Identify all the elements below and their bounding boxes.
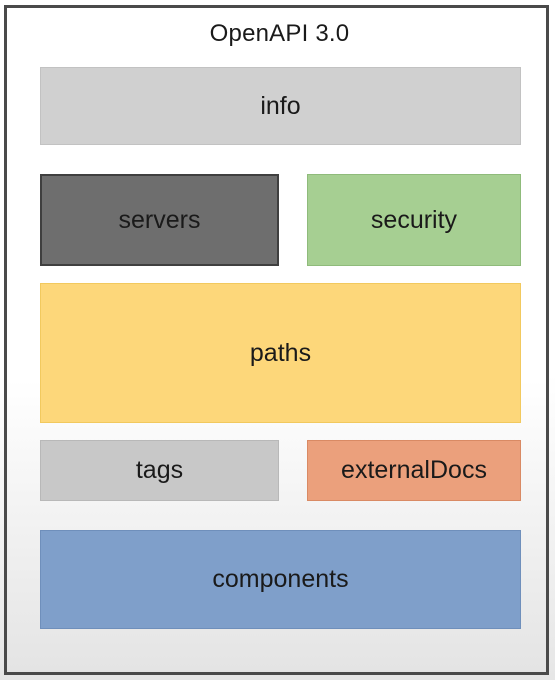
servers-section-box: servers (40, 174, 279, 266)
info-section-box: info (40, 67, 521, 145)
components-label: components (212, 565, 349, 593)
openapi-document-frame: OpenAPI 3.0 info servers security paths … (4, 5, 549, 675)
servers-label: servers (118, 205, 201, 234)
paths-label: paths (249, 338, 312, 367)
tags-label: tags (135, 456, 184, 484)
info-label: info (260, 91, 301, 120)
paths-section-box: paths (40, 283, 521, 423)
security-section-box: security (307, 174, 521, 266)
components-section-box: components (40, 530, 521, 629)
externaldocs-label: externalDocs (341, 456, 487, 484)
externaldocs-section-box: externalDocs (307, 440, 521, 501)
tags-section-box: tags (40, 440, 279, 501)
diagram-title: OpenAPI 3.0 (209, 20, 350, 47)
security-label: security (370, 205, 458, 234)
